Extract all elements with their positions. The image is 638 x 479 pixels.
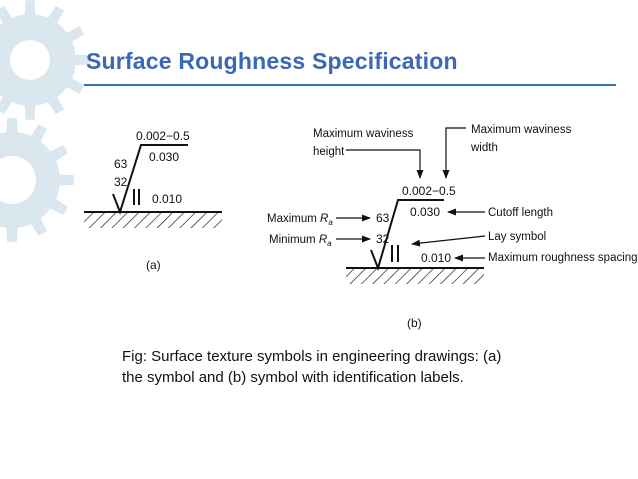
max-waviness-height-label: Maximum waviness [313, 128, 414, 140]
waviness-value: 0.002−0.5 [402, 184, 456, 198]
title-underline [84, 84, 616, 86]
max-ra-value: 63 [114, 157, 128, 171]
maximum-word: Maximum [267, 213, 320, 225]
gear-decoration [0, 0, 90, 242]
hatched-surface [346, 268, 484, 284]
figure-caption: Fig: Surface texture symbols in engineer… [122, 346, 602, 388]
cutoff-value: 0.030 [410, 205, 440, 219]
min-ra-value: 32 [376, 232, 390, 246]
minimum-ra-label: Minimum Ra [269, 234, 332, 248]
waviness-value: 0.002−0.5 [136, 129, 190, 143]
surface-texture-diagram: 0.002−0.5 0.030 63 32 0.010 (a) 0.002−0.… [84, 124, 638, 330]
max-waviness-width-label: Maximum waviness [471, 124, 572, 136]
check-symbol [370, 199, 444, 272]
check-symbol [112, 144, 188, 216]
caption-line: the symbol and (b) symbol with identific… [122, 369, 464, 386]
max-waviness-height-label: height [313, 146, 345, 158]
r-letter: R [320, 213, 328, 225]
panel-label-b: (b) [407, 316, 422, 330]
gear-hub [10, 40, 50, 80]
spacing-value: 0.010 [152, 192, 182, 206]
panel-label-a: (a) [146, 258, 161, 272]
leader-arrow [411, 235, 486, 247]
spacing-value: 0.010 [421, 251, 451, 265]
figure-a: 0.002−0.5 0.030 63 32 0.010 (a) [84, 129, 222, 272]
hatched-surface [84, 212, 222, 228]
a-subscript: a [327, 239, 332, 248]
leader-arrow [346, 149, 424, 179]
max-waviness-width-label: width [470, 142, 498, 154]
minimum-word: Minimum [269, 234, 319, 246]
figure-b: 0.002−0.5 0.030 63 32 0.010 (b) Maximum … [267, 124, 638, 330]
gear-hub [0, 156, 36, 204]
max-roughness-spacing-label: Maximum roughness spacing [488, 252, 638, 264]
cutoff-value: 0.030 [149, 150, 179, 164]
lay-symbol-label: Lay symbol [488, 231, 546, 243]
cutoff-length-label: Cutoff length [488, 207, 553, 219]
a-subscript: a [328, 218, 333, 227]
slide-title: Surface Roughness Specification [86, 48, 458, 74]
max-ra-value: 63 [376, 211, 390, 225]
gear-icon [0, 118, 74, 242]
r-letter: R [319, 234, 327, 246]
min-ra-value: 32 [114, 175, 128, 189]
leader-arrow [442, 127, 466, 179]
maximum-ra-label: Maximum Ra [267, 213, 333, 227]
caption-line: Fig: Surface texture symbols in engineer… [122, 348, 502, 365]
